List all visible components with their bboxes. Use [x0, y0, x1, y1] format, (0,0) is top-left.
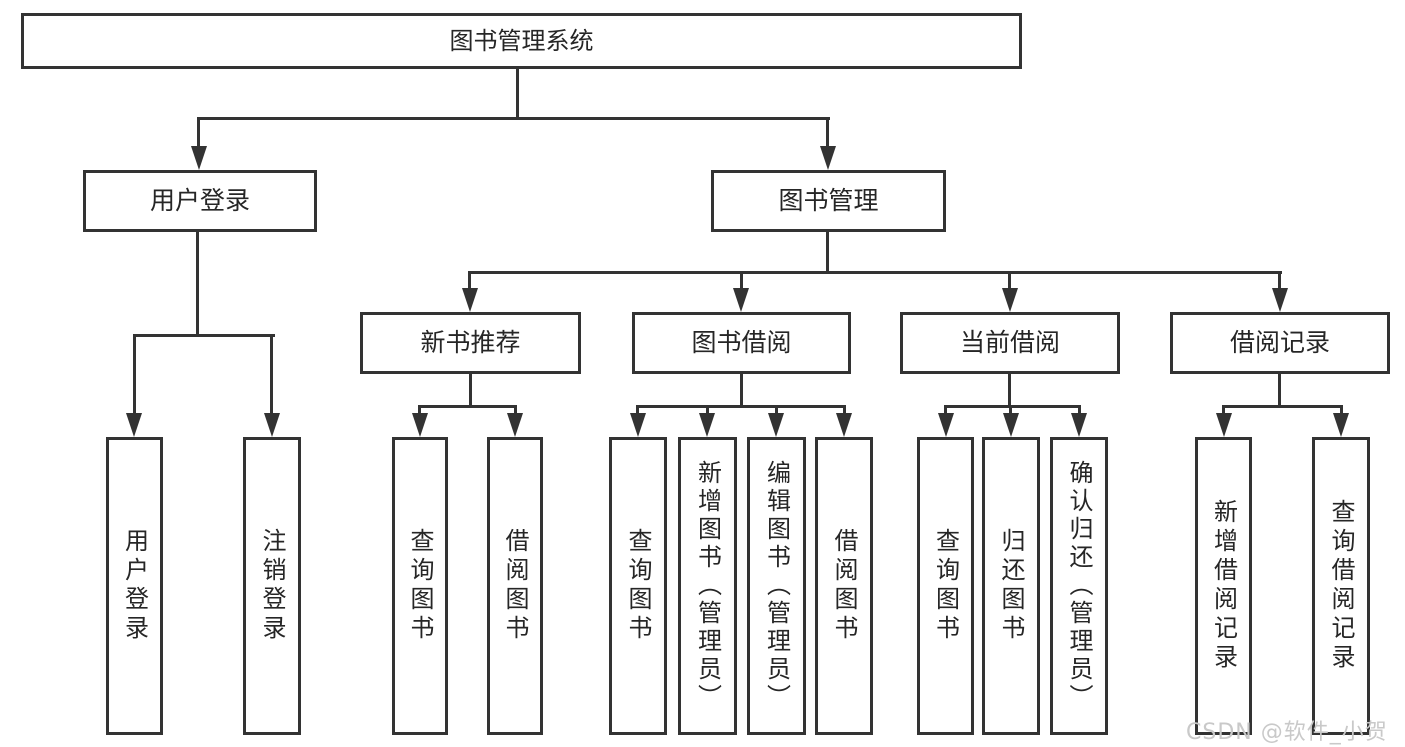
connector-drop-leaf-cb-return — [1009, 405, 1012, 417]
connector-root-stem — [516, 68, 519, 118]
csdn-watermark: CSDN @软件_小贺同学 — [1186, 720, 1388, 745]
node-borrow-record: 借阅记录 — [1170, 312, 1390, 374]
connector-new-book-rec-bus — [418, 405, 517, 408]
arrowhead-leaf-bb-edit — [768, 413, 784, 437]
node-leaf-nb-borrow: 借阅图书 — [487, 437, 543, 735]
arrowhead-book-mgmt — [820, 146, 836, 170]
connector-current-borrow-stem — [1008, 374, 1011, 408]
arrowhead-leaf-cb-query — [938, 413, 954, 437]
arrowhead-leaf-bb-borrow — [836, 413, 852, 437]
connector-drop-leaf-br-add — [1222, 405, 1225, 417]
node-book-mgmt: 图书管理 — [711, 170, 946, 232]
arrowhead-leaf-cb-confirm — [1071, 413, 1087, 437]
connector-book-mgmt-bus — [468, 271, 1282, 274]
node-leaf-cb-confirm: 确认归还（管理员） — [1050, 437, 1108, 735]
connector-drop-new-book-rec — [468, 271, 471, 291]
connector-user-login-stem — [196, 232, 199, 337]
arrowhead-leaf-nb-borrow — [507, 413, 523, 437]
connector-drop-book-borrow — [740, 271, 743, 291]
connector-drop-leaf-bb-query — [636, 405, 639, 417]
connector-current-borrow-bus — [944, 405, 1081, 408]
connector-drop-leaf-br-query — [1340, 405, 1343, 417]
connector-borrow-record-stem — [1278, 374, 1281, 408]
connector-drop-borrow-record — [1278, 271, 1281, 291]
connector-drop-book-mgmt — [826, 117, 829, 149]
connector-drop-leaf-cb-confirm — [1078, 405, 1081, 417]
connector-drop-user-login — [197, 117, 200, 149]
connector-drop-leaf-bb-borrow — [843, 405, 846, 417]
arrowhead-book-borrow — [733, 288, 749, 312]
connector-drop-leaf-logout — [270, 334, 273, 415]
connector-book-borrow-bus — [636, 405, 846, 408]
node-leaf-bb-query: 查询图书 — [609, 437, 667, 735]
connector-drop-leaf-nb-query — [418, 405, 421, 417]
arrowhead-leaf-br-query — [1333, 413, 1349, 437]
arrowhead-leaf-cb-return — [1003, 413, 1019, 437]
arrowhead-leaf-user-login — [126, 413, 142, 437]
node-leaf-bb-add: 新增图书（管理员） — [678, 437, 737, 735]
node-leaf-nb-query: 查询图书 — [392, 437, 448, 735]
connector-book-mgmt-stem — [826, 232, 829, 274]
node-leaf-bb-edit: 编辑图书（管理员） — [747, 437, 806, 735]
arrowhead-user-login — [191, 146, 207, 170]
node-book-borrow: 图书借阅 — [632, 312, 851, 374]
node-leaf-bb-borrow: 借阅图书 — [815, 437, 873, 735]
arrowhead-leaf-logout — [264, 413, 280, 437]
arrowhead-new-book-rec — [462, 288, 478, 312]
connector-borrow-record-bus — [1222, 405, 1343, 408]
arrowhead-borrow-record — [1272, 288, 1288, 312]
connector-drop-leaf-user-login — [133, 334, 136, 415]
node-leaf-br-add: 新增借阅记录 — [1195, 437, 1252, 735]
node-leaf-cb-return: 归还图书 — [982, 437, 1040, 735]
arrowhead-leaf-bb-query — [630, 413, 646, 437]
node-leaf-user-login: 用户登录 — [106, 437, 163, 735]
connector-book-borrow-stem — [740, 374, 743, 408]
node-user-login: 用户登录 — [83, 170, 317, 232]
connector-drop-current-borrow — [1008, 271, 1011, 291]
connector-new-book-rec-stem — [469, 374, 472, 408]
connector-drop-leaf-bb-edit — [775, 405, 778, 417]
connector-drop-leaf-nb-borrow — [514, 405, 517, 417]
connector-user-login-bus — [133, 334, 275, 337]
node-root: 图书管理系统 — [21, 13, 1022, 69]
connector-drop-leaf-bb-add — [706, 405, 709, 417]
arrowhead-leaf-nb-query — [412, 413, 428, 437]
node-leaf-br-query: 查询借阅记录 — [1312, 437, 1370, 735]
arrowhead-current-borrow — [1002, 288, 1018, 312]
node-new-book-rec: 新书推荐 — [360, 312, 581, 374]
connector-drop-leaf-cb-query — [944, 405, 947, 417]
node-current-borrow: 当前借阅 — [900, 312, 1120, 374]
arrowhead-leaf-bb-add — [699, 413, 715, 437]
arrowhead-leaf-br-add — [1216, 413, 1232, 437]
node-leaf-cb-query: 查询图书 — [917, 437, 974, 735]
node-leaf-logout: 注销登录 — [243, 437, 301, 735]
connector-root-bus — [197, 117, 830, 120]
